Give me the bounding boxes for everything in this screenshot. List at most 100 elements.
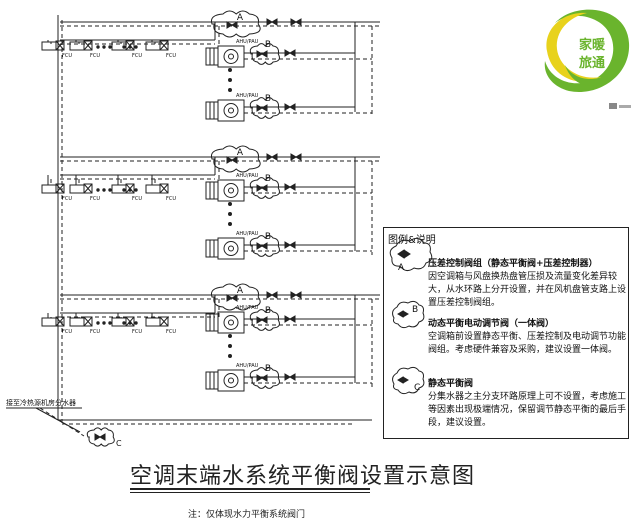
valve-group-b — [249, 177, 280, 199]
continuation-dot — [128, 321, 132, 325]
ahu-fan-hub-icon — [228, 53, 234, 60]
valve-a-icon — [226, 21, 238, 29]
fcu-coil-icon — [69, 184, 85, 194]
fcu-unit-icon — [55, 183, 65, 194]
pipe-network — [6, 10, 380, 447]
ahu-label: AHU/PAU — [236, 173, 259, 179]
valve-group-b — [249, 43, 280, 65]
ahu-filter-icon — [205, 181, 219, 200]
valve-group-c — [86, 427, 115, 447]
ahu-label: AHU/PAU — [236, 305, 259, 311]
ahu-label: AHU/PAU — [236, 39, 259, 45]
continuation-dot — [122, 45, 126, 49]
ahu-fan-hub-icon — [228, 187, 234, 194]
valve-b-label: B — [265, 306, 271, 316]
valve-a-label: A — [237, 13, 244, 23]
ahu-valve-icon — [284, 373, 296, 381]
continuation-dot — [96, 188, 100, 192]
valve-group-b — [249, 97, 280, 119]
ahu-label: AHU/PAU — [236, 93, 259, 99]
continuation-dot — [228, 344, 232, 348]
legend-item-a-title: 压差控制阀组（静态平衡阀+压差控制器） — [428, 259, 598, 269]
fcu-unit-cross — [83, 40, 93, 51]
ahu-fan-box-icon — [217, 369, 245, 392]
valve-a-icon — [226, 294, 238, 302]
ahu-fan-icon — [223, 103, 239, 118]
fcu-unit-cross — [83, 316, 93, 327]
ahu-valve-icon — [284, 103, 296, 111]
fcu-unit-icon — [83, 40, 93, 51]
continuation-dot — [134, 45, 138, 49]
fcu-unit-icon — [159, 40, 169, 51]
title-underline-thin — [130, 492, 370, 493]
continuation-dot — [96, 321, 100, 325]
legend-valve-c-icon — [392, 366, 425, 395]
fcu-coil-icon — [69, 41, 85, 51]
valve-a-icon — [226, 156, 238, 164]
header-valve-icon — [266, 18, 278, 26]
valve-b-icon — [256, 104, 268, 112]
ahu-fan-box-icon — [217, 99, 245, 122]
ahu-fan-box-icon — [217, 45, 245, 68]
continuation-dot — [228, 354, 232, 358]
fcu-coil-icon — [69, 317, 85, 327]
valve-b-icon — [256, 316, 268, 324]
fcu-unit-cross — [159, 316, 169, 327]
continuation-dot — [108, 188, 112, 192]
valve-group-b — [249, 309, 280, 331]
valve-group-b — [249, 367, 280, 389]
ahu-fan-box-icon — [217, 311, 245, 334]
continuation-dot — [122, 321, 126, 325]
ahu-fan-icon — [223, 241, 239, 256]
fcu-label: FCU — [132, 329, 142, 335]
legend-title: 图例&说明 — [388, 235, 436, 246]
continuation-dot — [108, 45, 112, 49]
legend-item-a-text: 因空调箱与风盘换热盘管压损及流量变化差异较大，从水环路上分开设置，并在风机盘管支… — [428, 272, 627, 308]
ahu-filter-icon — [205, 371, 219, 390]
valve-a-label: A — [237, 148, 244, 158]
fcu-coil-icon — [145, 184, 161, 194]
legend-item-c: 静态平衡阀 分集水器之主分支环路原理上可不设置，考虑施工等因素出现极端情况，保留… — [428, 378, 626, 430]
continuation-dot — [228, 202, 232, 206]
header-valve-icon — [290, 291, 302, 299]
fcu-unit-icon — [125, 316, 135, 327]
continuation-dot — [228, 212, 232, 216]
continuation-dot — [128, 188, 132, 192]
ahu-fan-hub-icon — [228, 245, 234, 252]
valve-group-a — [211, 145, 261, 173]
leader-line — [39, 407, 85, 437]
fcu-coil-icon — [145, 317, 161, 327]
ahu-fan-icon — [223, 315, 239, 330]
ahu-filter-icon — [205, 239, 219, 258]
fcu-unit-icon — [55, 316, 65, 327]
valve-b-label: B — [265, 174, 271, 184]
legend-item-b-text: 空调箱前设置静态平衡、压差控制及电动调节功能阀组。考虑硬件兼容及采购，建议设置一… — [428, 332, 627, 355]
legend-valve-b-icon — [392, 300, 425, 329]
ahu-filter-icon — [205, 101, 219, 120]
ahu-fan-icon — [223, 183, 239, 198]
valve-b-label: B — [265, 232, 271, 242]
legend-item-a: 压差控制阀组（静态平衡阀+压差控制器） 因空调箱与风盘换热盘管压损及流量变化差异… — [428, 258, 626, 310]
valve-b-label: B — [265, 40, 271, 50]
legend-label-b: B — [412, 305, 418, 315]
ahu-fan-icon — [223, 373, 239, 388]
main-pipe-label: 接至冷热源机房分水器 — [6, 398, 76, 407]
header-valve-icon — [266, 153, 278, 161]
fcu-unit-cross — [55, 40, 65, 51]
fcu-unit-icon — [159, 183, 169, 194]
continuation-dot — [228, 88, 232, 92]
fcu-unit-cross — [55, 316, 65, 327]
legend-valve-a-icon — [389, 237, 433, 272]
ahu-fan-box-icon — [217, 179, 245, 202]
legend-label-c: C — [414, 383, 420, 393]
fcu-coil-icon — [41, 41, 57, 51]
continuation-dot — [102, 188, 106, 192]
fcu-unit-cross — [159, 40, 169, 51]
ahu-valve-icon — [284, 49, 296, 57]
continuation-dot — [134, 321, 138, 325]
valve-a-label: A — [237, 286, 244, 296]
continuation-dot — [228, 334, 232, 338]
fcu-label: FCU — [90, 329, 100, 335]
valve-b-icon — [256, 374, 268, 382]
